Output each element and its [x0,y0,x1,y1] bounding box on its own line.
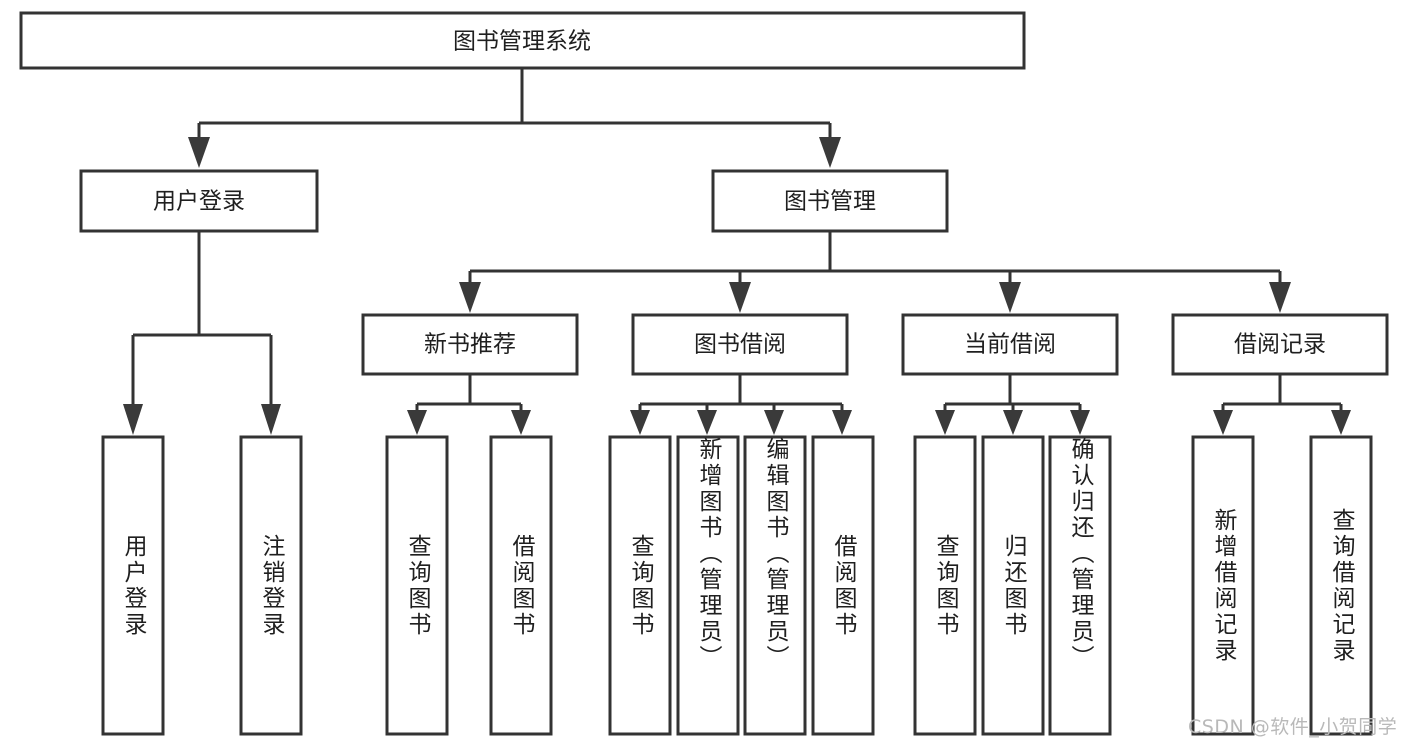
node-box[interactable] [79,169,319,233]
node-box[interactable] [608,435,672,736]
arrow-head-icon [764,410,784,435]
arrow-head-icon [630,410,650,435]
node-label: 当前借阅 [964,332,1056,358]
node-leaf-borrow-book-1[interactable] [489,435,553,736]
node-user-login[interactable]: 用户登录 [79,169,319,233]
node-leaf-query-book-1[interactable] [385,435,449,736]
node-leaf-borrow-book-2[interactable] [811,435,875,736]
node-box[interactable] [489,435,553,736]
edge-userlogin-to-leaves [123,232,281,435]
edge-currentborrow-to-leaves [935,375,1090,435]
node-leaf-user-login[interactable] [101,435,165,736]
node-box[interactable] [1309,435,1373,736]
node-box[interactable] [19,11,1026,70]
node-leaf-confirm-return[interactable] [1048,435,1112,736]
node-leaf-query-book-2[interactable] [608,435,672,736]
edge-bookmanage-to-level3 [459,232,1291,313]
watermark-text: CSDN @软件_小贺同学 [1188,716,1398,738]
node-box[interactable] [711,169,949,233]
arrow-head-icon [188,137,210,168]
node-box[interactable] [743,435,807,736]
node-leaf-logout[interactable] [239,435,303,736]
node-borrow-record[interactable]: 借阅记录 [1171,313,1389,376]
arrow-head-icon [1003,410,1023,435]
arrow-head-icon [123,404,143,435]
node-box[interactable] [361,313,579,376]
node-root[interactable]: 图书管理系统 [19,11,1026,70]
node-box[interactable] [631,313,849,376]
node-label: 图书借阅 [694,332,786,358]
node-label: 图书管理 [784,189,876,215]
arrow-head-icon [511,410,531,435]
node-box[interactable] [101,435,165,736]
node-box[interactable] [1191,435,1255,736]
arrow-head-icon [1213,410,1233,435]
arrow-head-icon [1331,410,1351,435]
arrow-head-icon [407,410,427,435]
node-box[interactable] [811,435,875,736]
node-leaf-add-book[interactable] [676,435,740,736]
node-box[interactable] [913,435,977,736]
arrow-head-icon [697,410,717,435]
node-box[interactable] [1048,435,1112,736]
edge-newbook-to-leaves [407,375,531,435]
node-label: 借阅记录 [1234,332,1326,358]
node-box[interactable] [676,435,740,736]
node-new-book-recommend[interactable]: 新书推荐 [361,313,579,376]
node-leaf-add-record[interactable] [1191,435,1255,736]
arrow-head-icon [1269,282,1291,313]
node-box[interactable] [239,435,303,736]
node-leaf-query-book-3[interactable] [913,435,977,736]
node-box[interactable] [901,313,1119,376]
arrow-head-icon [999,282,1021,313]
node-leaf-query-record[interactable] [1309,435,1373,736]
node-book-manage[interactable]: 图书管理 [711,169,949,233]
edge-bookborrow-to-leaves [630,375,852,435]
arrow-head-icon [261,404,281,435]
node-label: 用户登录 [153,189,245,215]
arrow-head-icon [459,282,481,313]
node-label: 图书管理系统 [453,29,591,55]
arrow-head-icon [729,282,751,313]
node-leaf-edit-book[interactable] [743,435,807,736]
arrow-head-icon [935,410,955,435]
arrow-head-icon [832,410,852,435]
node-box[interactable] [385,435,449,736]
arrow-head-icon [819,137,841,168]
edge-root-to-level2 [188,68,841,168]
node-book-borrow[interactable]: 图书借阅 [631,313,849,376]
node-leaf-return-book[interactable] [981,435,1045,736]
node-box[interactable] [1171,313,1389,376]
arrow-head-icon [1070,410,1090,435]
node-label: 新书推荐 [424,332,516,358]
node-box[interactable] [981,435,1045,736]
edge-borrowrecord-to-leaves [1213,375,1351,435]
node-current-borrow[interactable]: 当前借阅 [901,313,1119,376]
